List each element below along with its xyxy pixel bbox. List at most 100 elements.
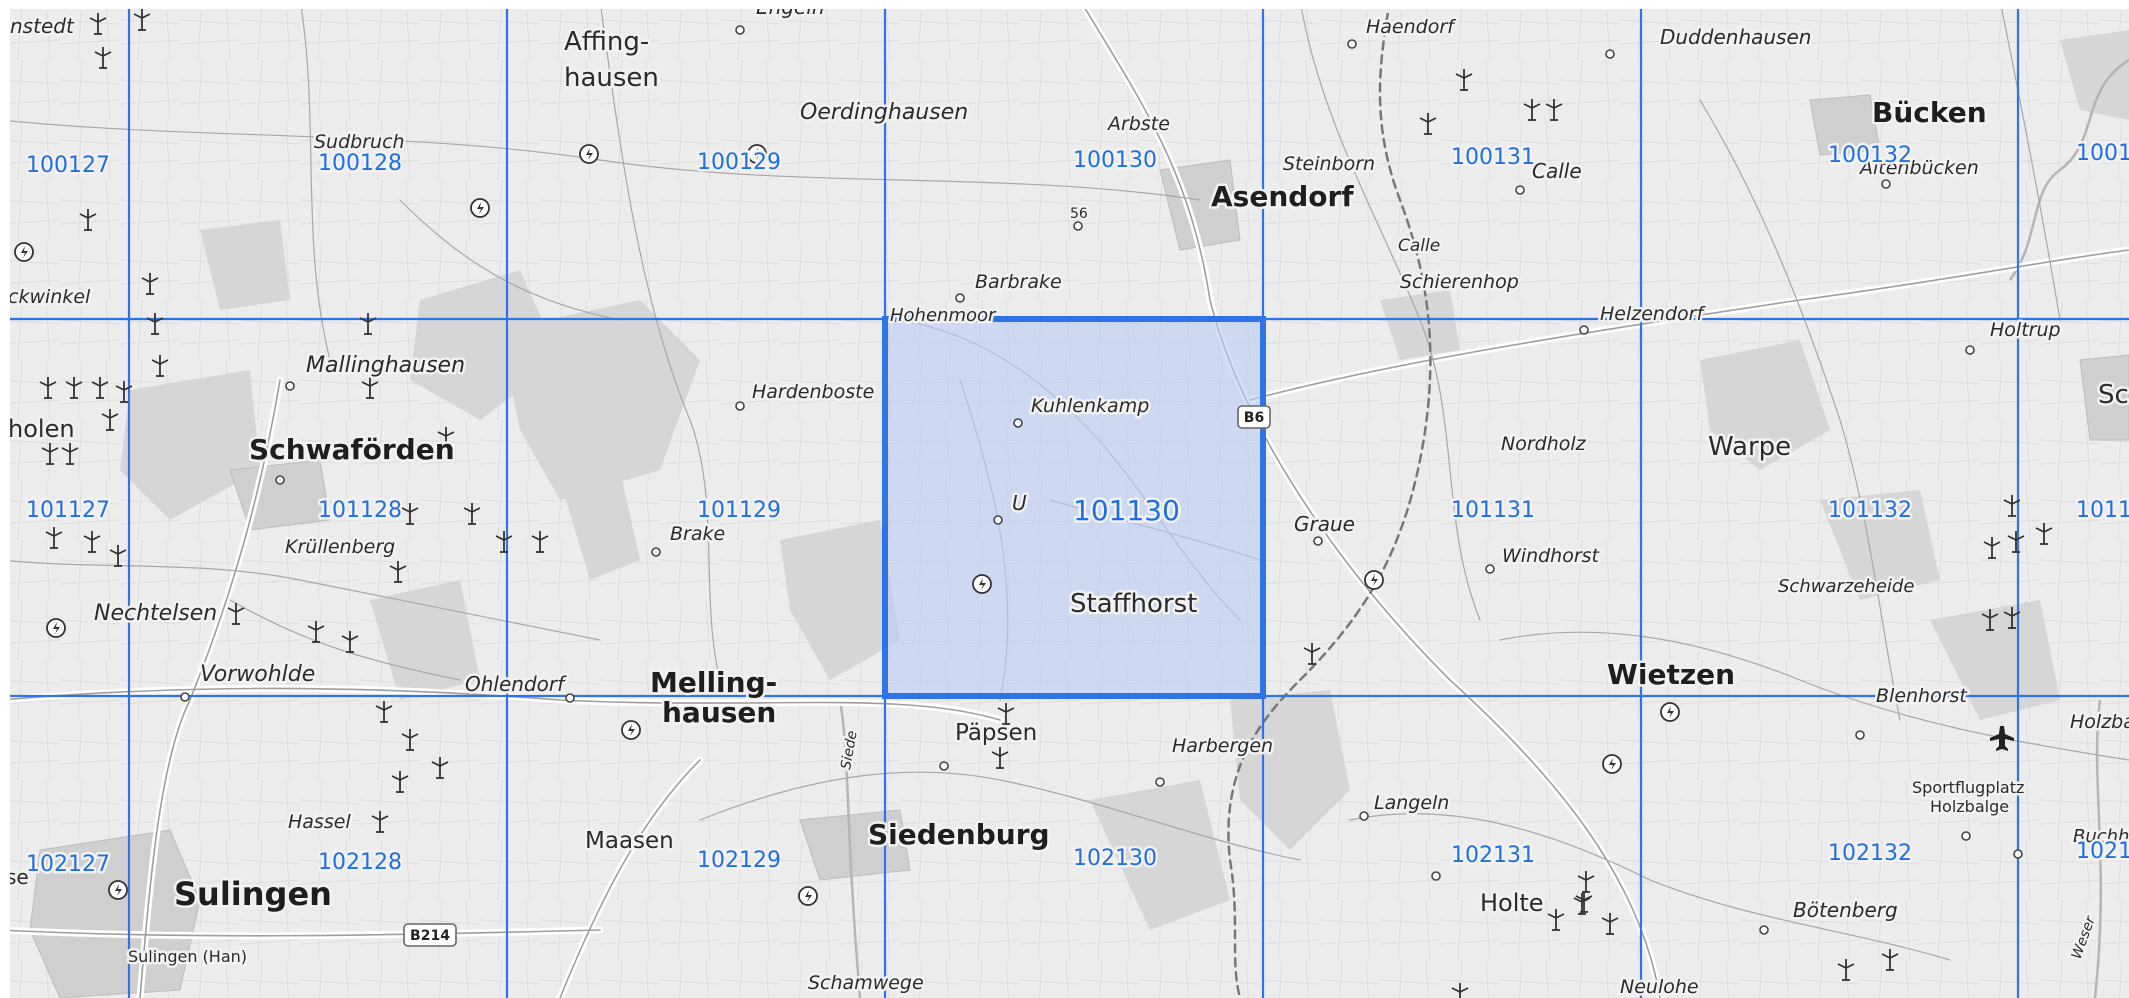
power-station-icon bbox=[14, 242, 34, 262]
place-label: nstedt bbox=[10, 14, 75, 38]
grid-cell-label[interactable]: 100130 bbox=[1071, 146, 1160, 176]
selected-grid-cell-label[interactable]: 101130 bbox=[1071, 492, 1183, 530]
settlement-areas bbox=[29, 94, 2129, 998]
place-label: Arbste bbox=[1106, 113, 1170, 135]
grid-cell-label[interactable]: 101131 bbox=[1449, 496, 1538, 526]
place-label: Duddenhausen bbox=[1660, 25, 1811, 49]
power-station-icon bbox=[1660, 702, 1680, 722]
place-label: Sportflugplatz bbox=[1912, 778, 2024, 797]
grid-cell-label[interactable]: 102131 bbox=[1449, 841, 1538, 871]
place-label: Brake bbox=[670, 523, 725, 545]
power-station-icon bbox=[1602, 754, 1622, 774]
village-dot-icon bbox=[1881, 179, 1891, 189]
railway bbox=[1227, 0, 1432, 998]
village-dot-icon bbox=[1961, 831, 1971, 841]
place-label: Schamwege bbox=[808, 972, 924, 994]
grid-cell-label[interactable]: 102130 bbox=[1071, 844, 1160, 874]
village-dot-icon bbox=[1313, 536, 1323, 546]
place-label: Warpe bbox=[1708, 432, 1791, 462]
grid-cell-label[interactable]: 100133 bbox=[2074, 139, 2129, 169]
place-label: ckwinkel bbox=[8, 286, 91, 308]
village-dot-icon bbox=[955, 293, 965, 303]
place-label: Helzendorf bbox=[1600, 303, 1706, 325]
grid-cell-label[interactable]: 101128 bbox=[316, 496, 405, 526]
place-label: Barbrake bbox=[975, 271, 1062, 293]
grid-cell-labels: 100127 100128 100129 100130 100131 100132 1001… bbox=[24, 139, 2129, 880]
forest-areas bbox=[120, 30, 2129, 930]
place-label: Hardenboste bbox=[752, 381, 874, 403]
village-dot-icon bbox=[275, 475, 285, 485]
grid-cell-label[interactable]: 100129 bbox=[695, 148, 784, 178]
grid-cell-label[interactable]: 101133 bbox=[2074, 496, 2129, 526]
place-label: Wietzen bbox=[1607, 658, 1735, 691]
grid-cell-label[interactable]: 102128 bbox=[316, 848, 405, 878]
power-station-icon bbox=[579, 144, 599, 164]
village-dot-icon bbox=[939, 761, 949, 771]
place-label: Melling- bbox=[650, 666, 777, 699]
grid-cell-label[interactable]: 102127 bbox=[24, 850, 113, 880]
village-dot-icon bbox=[1855, 730, 1865, 740]
place-label: Langeln bbox=[1374, 792, 1449, 814]
power-station-icon bbox=[621, 720, 641, 740]
village-dot-icon bbox=[1431, 871, 1441, 881]
village-dot-icon bbox=[180, 692, 190, 702]
place-label: holen bbox=[8, 415, 75, 443]
power-station-icon bbox=[470, 198, 490, 218]
grid-cell-label[interactable]: 100131 bbox=[1449, 143, 1538, 173]
place-label: hausen bbox=[564, 63, 659, 93]
place-label: Vorwohlde bbox=[200, 662, 315, 687]
place-label: Staffhorst bbox=[1070, 589, 1197, 619]
place-label: 56 bbox=[1070, 206, 1088, 222]
village-dot-icon bbox=[993, 515, 1003, 525]
place-label: Hassel bbox=[288, 811, 351, 833]
power-station-icon bbox=[972, 574, 992, 594]
waterways bbox=[838, 58, 2129, 998]
grid-cell-label[interactable]: 101127 bbox=[24, 496, 113, 526]
village-dot-icon bbox=[1515, 185, 1525, 195]
place-label: Ohlendorf bbox=[465, 672, 567, 696]
place-label: Krüllenberg bbox=[285, 536, 395, 558]
village-dot-icon bbox=[1073, 221, 1083, 231]
place-label: Harbergen bbox=[1172, 735, 1273, 757]
place-label: Haendorf bbox=[1366, 16, 1457, 38]
village-dot-icon bbox=[735, 25, 745, 35]
place-label: Windhorst bbox=[1502, 545, 1601, 567]
road-sign: B214 bbox=[403, 923, 457, 947]
place-label: Maasen bbox=[585, 828, 674, 854]
grid-cell-label[interactable]: 100128 bbox=[316, 149, 405, 179]
grid-cell-label[interactable]: 102129 bbox=[695, 846, 784, 876]
selected-grid-cell[interactable] bbox=[882, 316, 1266, 699]
place-label: Sulingen (Han) bbox=[128, 947, 247, 966]
place-label: Holte bbox=[1480, 889, 1544, 917]
village-dot-icon bbox=[1155, 777, 1165, 787]
place-label: Graue bbox=[1294, 512, 1355, 536]
village-dot-icon bbox=[1347, 39, 1357, 49]
place-labels: nstedtAffing-hausenEngelnOerdinghausenHa… bbox=[4, 0, 2129, 998]
grid-cell-label[interactable]: 100132 bbox=[1826, 141, 1915, 171]
grid-cell-label[interactable]: 100127 bbox=[24, 151, 113, 181]
power-station-icon bbox=[798, 886, 818, 906]
airfield-icon bbox=[1990, 726, 2014, 751]
place-label: Bücken bbox=[1872, 96, 1987, 129]
village-dot-icon bbox=[285, 381, 295, 391]
grid-cell-label[interactable]: 102133 bbox=[2074, 837, 2129, 867]
place-label: Sulingen bbox=[174, 875, 332, 913]
village-dot-icon bbox=[1579, 325, 1589, 335]
place-label: U bbox=[1012, 491, 1027, 515]
place-label: Holzbal bbox=[2070, 711, 2129, 733]
place-label: Siedenburg bbox=[868, 818, 1050, 851]
place-label: Sc bbox=[2098, 380, 2129, 410]
place-label: Calle bbox=[1532, 159, 1582, 183]
power-station-icon bbox=[108, 880, 128, 900]
grid-cell-label[interactable]: 101129 bbox=[695, 496, 784, 526]
place-label: Oerdinghausen bbox=[800, 100, 968, 125]
village-dot-icon bbox=[651, 547, 661, 557]
grid-cell-label[interactable]: 101132 bbox=[1826, 496, 1915, 526]
place-label: Affing- bbox=[564, 27, 649, 57]
place-label: hausen bbox=[662, 696, 776, 729]
village-dot-icon bbox=[1965, 345, 1975, 355]
grid-cell-label[interactable]: 102132 bbox=[1826, 839, 1915, 869]
